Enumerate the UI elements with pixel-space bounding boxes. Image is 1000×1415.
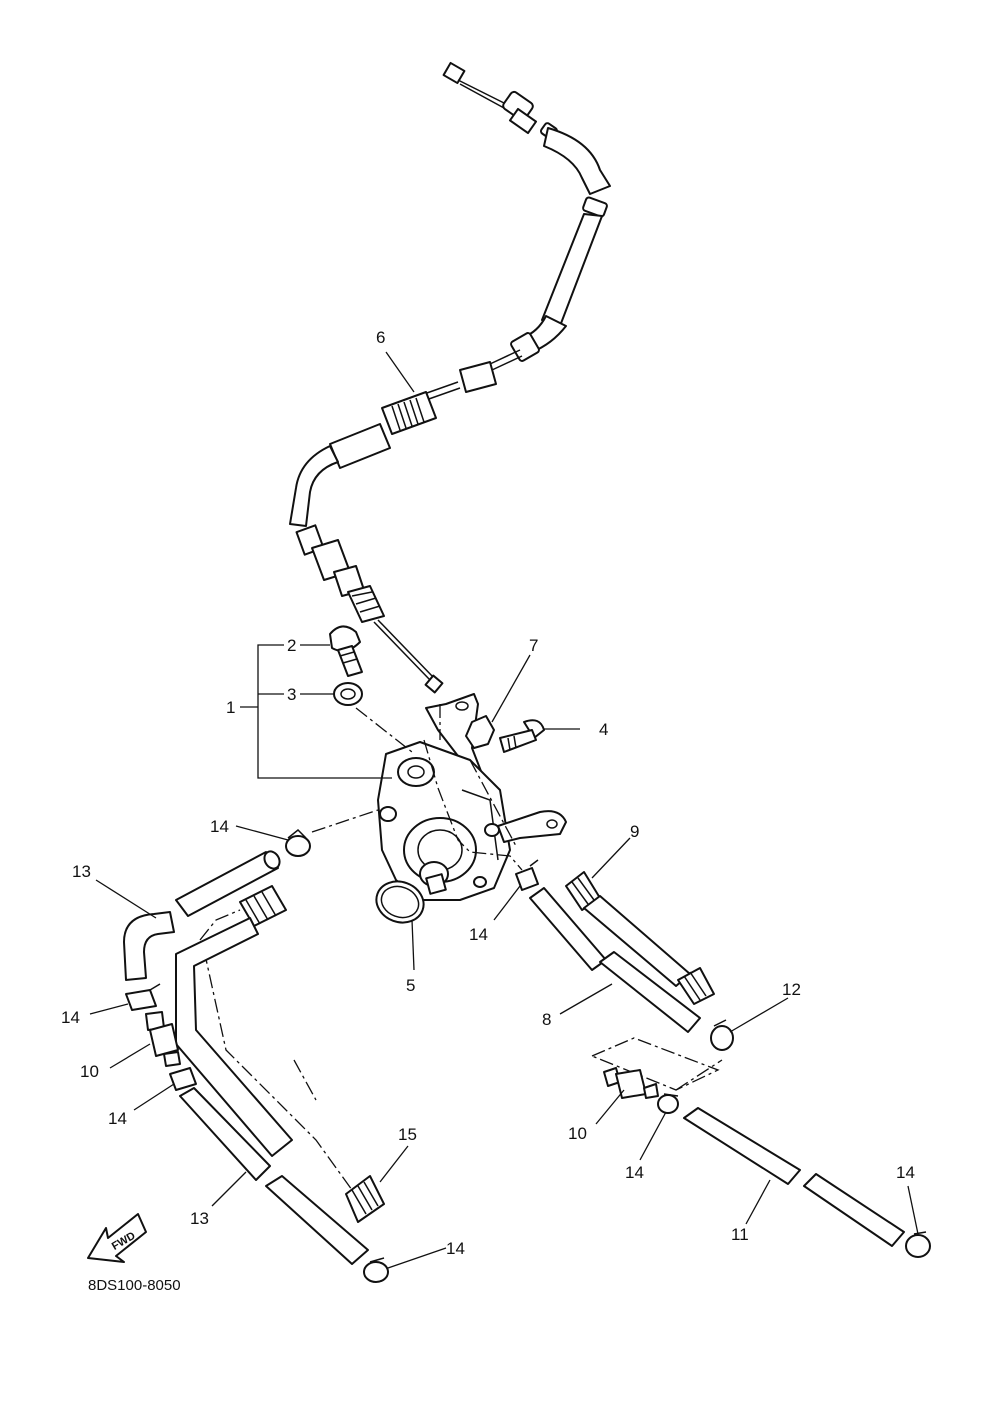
fwd-arrow-icon: FWD [87, 1213, 147, 1263]
callout-1: 1 [226, 698, 235, 717]
throttle-cable [289, 61, 611, 694]
callout-14-pump-right: 14 [469, 925, 488, 944]
nut-7 [465, 715, 495, 749]
callout-14-left-mid: 14 [108, 1109, 127, 1128]
callout-10-right: 10 [568, 1124, 587, 1143]
callout-14-right-mid: 14 [625, 1163, 644, 1182]
callout-13-lower: 13 [190, 1209, 209, 1228]
callout-8: 8 [542, 1010, 551, 1029]
o-ring-5 [375, 880, 425, 924]
callout-bracket-1 [257, 644, 392, 779]
leader-lines [89, 351, 919, 1269]
callout-4: 4 [599, 720, 608, 739]
left-hoses [123, 828, 389, 1283]
callout-14-left-top: 14 [61, 1008, 80, 1027]
callout-9: 9 [630, 822, 639, 841]
callout-3: 3 [287, 685, 296, 704]
callout-numbers: 1 2 3 4 5 6 7 8 9 10 11 12 13 14 15 10 1… [61, 328, 915, 1258]
callout-10: 10 [80, 1062, 99, 1081]
callout-7: 7 [529, 636, 538, 655]
callout-14-far-right: 14 [896, 1163, 915, 1182]
washer-3 [333, 682, 363, 706]
callout-2: 2 [287, 636, 296, 655]
callout-6: 6 [376, 328, 385, 347]
right-hoses [515, 859, 931, 1258]
callout-14: 14 [210, 817, 229, 836]
callout-12: 12 [782, 980, 801, 999]
callout-11: 11 [731, 1225, 749, 1244]
callout-14-bottom: 14 [446, 1239, 465, 1258]
diagram-code: 8DS100-8050 [88, 1277, 181, 1294]
bolt-4 [499, 719, 545, 753]
callout-5: 5 [406, 976, 415, 995]
pump-body [377, 741, 567, 901]
callout-13: 13 [72, 862, 91, 881]
callout-15: 15 [398, 1125, 417, 1144]
bolt-2 [329, 625, 363, 677]
